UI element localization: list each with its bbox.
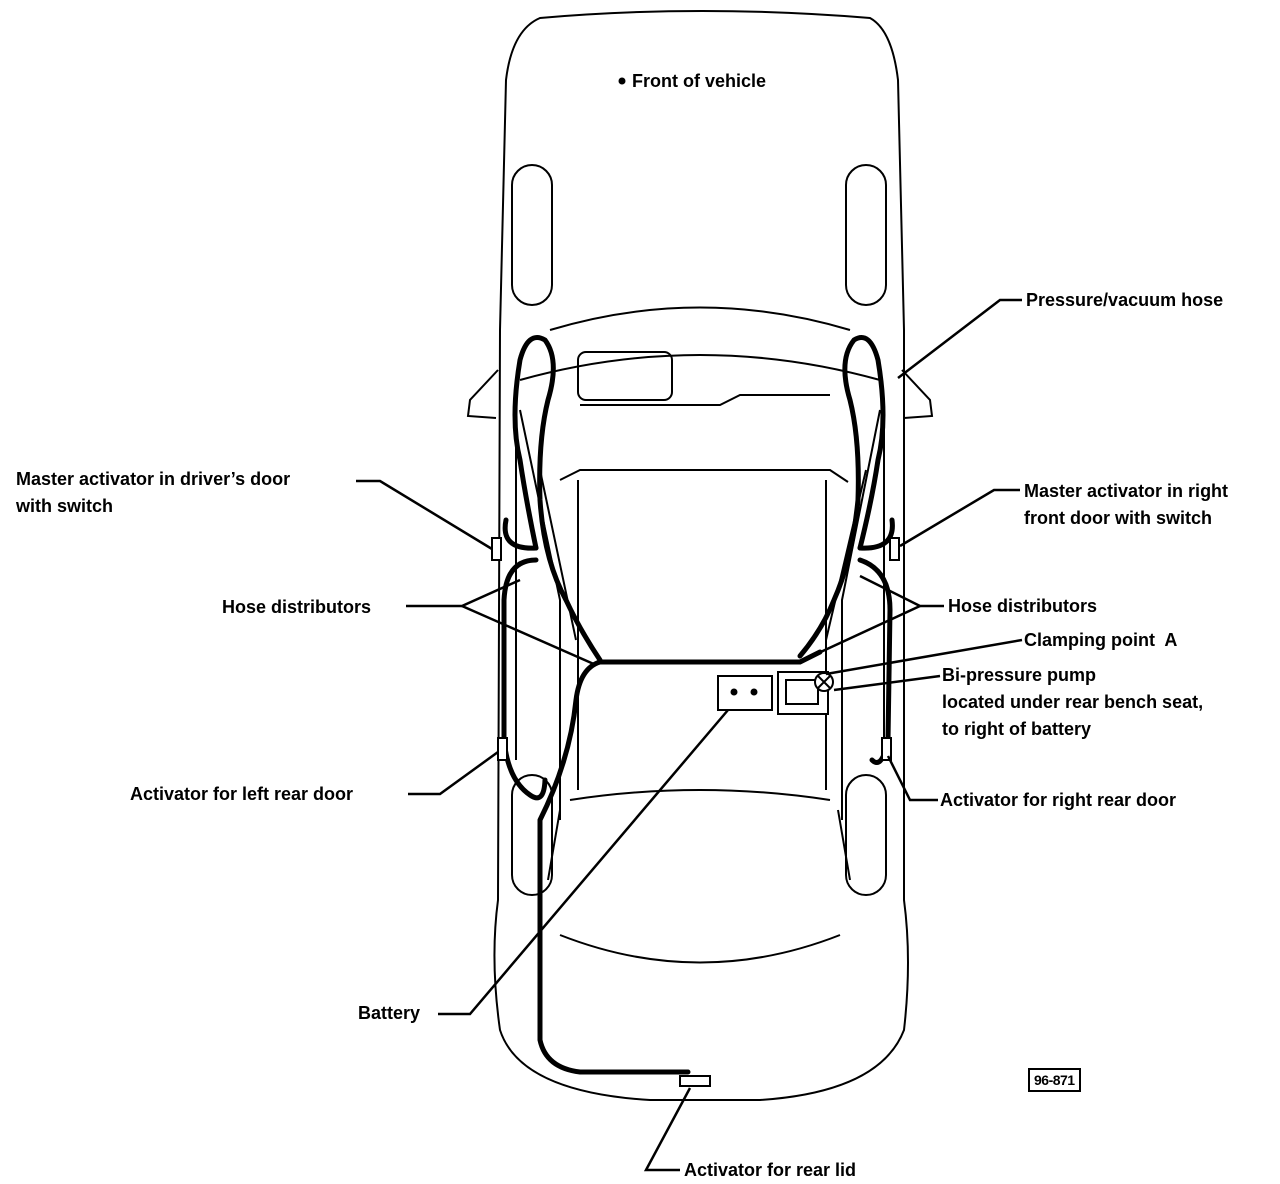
front-of-vehicle-label: Front of vehicle [632, 71, 767, 91]
figure-id: 96-871 [1028, 1068, 1081, 1092]
master-activator-right-label-1: Master activator in right [1024, 481, 1229, 501]
battery-label: Battery [358, 1003, 421, 1023]
master-activator-left-label-1: Master activator in driver’s door [16, 469, 291, 489]
right-rear-activator-label: Activator for right rear door [940, 790, 1177, 810]
clamping-point-label: Clamping point A [1024, 630, 1178, 650]
car-body [466, 10, 934, 1101]
rear-lid-activator [679, 1075, 711, 1087]
left-rear-door-activator [497, 737, 508, 761]
front-bullet [618, 77, 626, 85]
driver-door-activator [491, 537, 502, 561]
hose-distributors-left-label: Hose distributors [222, 597, 372, 617]
pump-label-3: to right of battery [942, 719, 1091, 739]
left-rear-activator-label: Activator for left rear door [130, 784, 354, 804]
battery-box [717, 675, 773, 711]
rear-lid-activator-label: Activator for rear lid [684, 1160, 857, 1180]
hose-distributors-right-label: Hose distributors [948, 596, 1098, 616]
master-activator-right-label-2: front door with switch [1024, 508, 1212, 528]
right-front-door-activator [889, 537, 900, 561]
right-rear-door-activator [881, 737, 892, 761]
pump-label-1: Bi-pressure pump [942, 665, 1097, 685]
components [491, 537, 900, 1087]
master-activator-left-label-2: with switch [16, 496, 114, 516]
leader-lines [356, 298, 1023, 1172]
pressure-vacuum-hose-label: Pressure/vacuum hose [1026, 290, 1224, 310]
pump-label-2: located under rear bench seat, [942, 692, 1204, 712]
